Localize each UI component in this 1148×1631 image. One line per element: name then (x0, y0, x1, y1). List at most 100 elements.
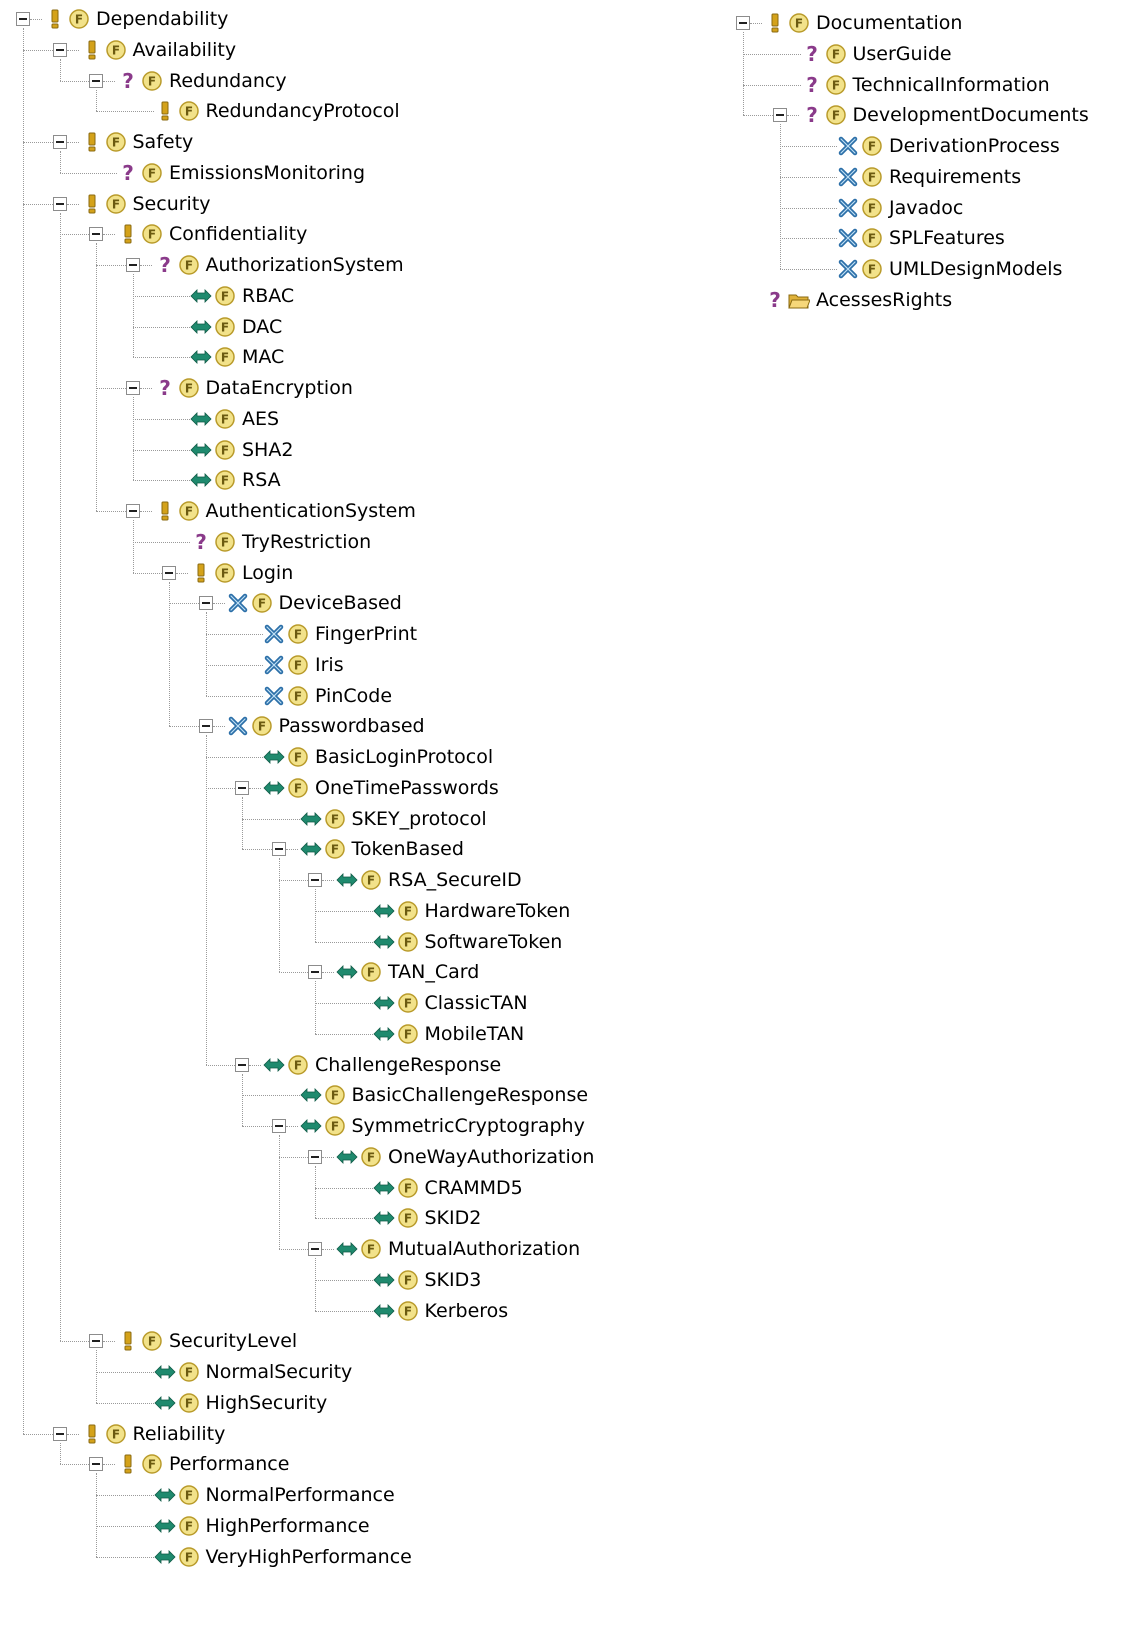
tree-connector (169, 603, 199, 605)
collapse-toggle-icon[interactable] (235, 1057, 249, 1072)
collapse-toggle-icon[interactable] (125, 381, 140, 395)
collapse-toggle-icon[interactable] (125, 258, 140, 272)
collapse-toggle-icon[interactable] (52, 1426, 67, 1441)
collapse-toggle-icon[interactable] (89, 227, 103, 242)
tree-connector (139, 511, 152, 512)
collapse-toggle-icon[interactable] (772, 108, 787, 123)
f-badge-icon: F (288, 1054, 308, 1075)
collapse-toggle-icon[interactable] (308, 873, 322, 887)
collapse-toggle-icon[interactable] (308, 1149, 322, 1164)
svg-text:?: ? (769, 289, 781, 311)
collapse-toggle-icon[interactable] (52, 42, 67, 57)
collapse-toggle-icon[interactable] (89, 1334, 103, 1349)
svg-text:F: F (330, 1089, 338, 1103)
tree-connector (242, 849, 272, 851)
collapse-toggle-icon[interactable] (89, 73, 103, 88)
collapse-toggle-icon[interactable] (16, 12, 30, 26)
collapse-toggle-icon[interactable] (271, 1119, 286, 1133)
collapse-toggle-icon[interactable] (52, 196, 67, 211)
tree-node-label: PinCode (315, 684, 393, 707)
tree-node-label: Documentation (816, 12, 963, 34)
collapse-toggle-icon[interactable] (198, 719, 213, 734)
tree-connector (278, 1135, 280, 1249)
collapse-toggle-icon[interactable] (52, 135, 67, 149)
collapse-toggle-icon[interactable] (271, 842, 286, 857)
f-badge-icon: F (215, 286, 235, 306)
collapse-toggle-icon[interactable] (308, 1242, 322, 1256)
f-badge-icon: F (361, 1147, 381, 1167)
collapse-toggle-icon[interactable] (89, 1457, 103, 1472)
tree-node-acesses-rights[interactable]: ?AcessesRights (0, 284, 1148, 316)
svg-text:F: F (257, 720, 265, 734)
collapse-toggle-icon[interactable] (235, 780, 249, 795)
collapse-toggle-icon[interactable] (198, 596, 213, 611)
collapse-toggle-icon[interactable] (736, 16, 750, 30)
tree-connector (779, 238, 837, 240)
collapse-toggle-icon[interactable] (308, 965, 322, 980)
collapse-toggle-icon[interactable] (125, 504, 140, 518)
collapse-toggle-icon[interactable] (162, 565, 176, 580)
f-badge-icon: F (105, 40, 126, 60)
